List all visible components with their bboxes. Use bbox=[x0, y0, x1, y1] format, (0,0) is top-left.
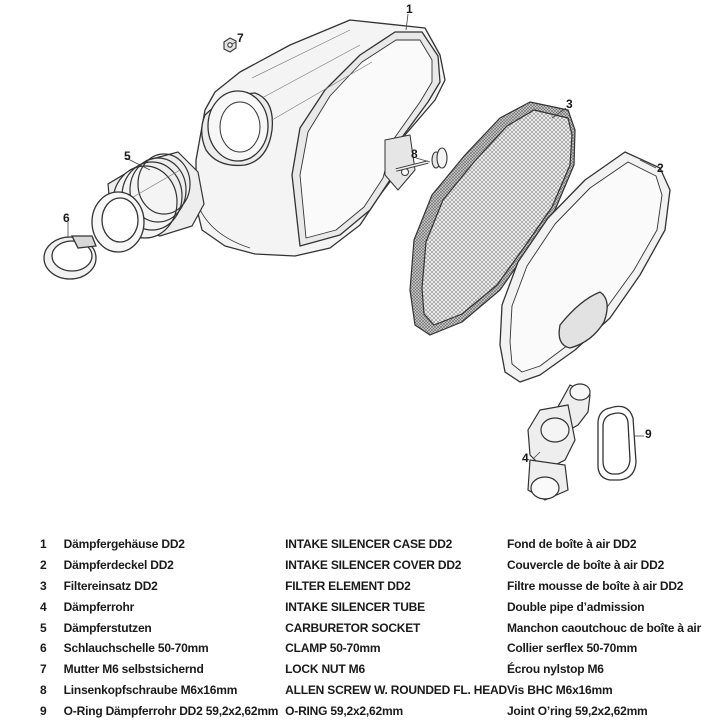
part-number: 8 bbox=[40, 682, 47, 697]
parts-list-row: 5 Dämpferstutzen CARBURETOR SOCKET Manchon … bbox=[40, 617, 720, 638]
part-number: 3 bbox=[40, 578, 47, 593]
part-name-english: ALLEN SCREW W. ROUNDED FL. HEAD bbox=[285, 682, 507, 697]
callout-6: 6 bbox=[63, 211, 70, 225]
part-number: 4 bbox=[40, 599, 47, 614]
allen-screw bbox=[395, 147, 448, 172]
callout-leaders bbox=[67, 13, 657, 459]
parts-list-row: 4 Dämpferrohr INTAKE SILENCER TUBE Double p… bbox=[40, 596, 720, 617]
parts-list-row: 1 Dämpfergehäuse DD2 INTAKE SILENCER CASE … bbox=[40, 534, 720, 555]
part-name-french: Fond de boîte à air DD2 bbox=[506, 537, 637, 552]
callout-9: 9 bbox=[645, 427, 652, 441]
callout-3: 3 bbox=[566, 97, 573, 111]
part-name-german: Dämpfergehäuse DD2 bbox=[63, 537, 185, 552]
parts-list-row: 7 Mutter M6 selbstsichernd LOCK NUT M6 Écro… bbox=[40, 659, 720, 680]
callout-2: 2 bbox=[657, 161, 664, 175]
parts-list-row: 8 Linsenkopfschraube M6x16mm ALLEN SCREW W… bbox=[40, 680, 720, 701]
part-name-french: Écrou nylstop M6 bbox=[506, 662, 604, 677]
part-name-french: Filtre mousse de boîte à air DD2 bbox=[506, 578, 684, 593]
socket-opening bbox=[91, 191, 145, 253]
part-name-english: INTAKE SILENCER COVER DD2 bbox=[285, 558, 462, 573]
callout-8: 8 bbox=[411, 147, 418, 161]
part-name-french: Couvercle de boîte à air DD2 bbox=[506, 558, 665, 573]
part-name-english: LOCK NUT M6 bbox=[285, 662, 365, 677]
intake-silencer-case bbox=[195, 19, 446, 257]
parts-list-row: 9 O-Ring Dämpferrohr DD2 59,2x2,62mm O-RIN… bbox=[40, 700, 720, 721]
part-name-english: O-RING 59,2x2,62mm bbox=[285, 703, 403, 718]
part-name-german: O-Ring Dämpferrohr DD2 59,2x2,62mm bbox=[63, 703, 279, 718]
part-name-english: FILTER ELEMENT DD2 bbox=[285, 578, 411, 593]
part-name-french: Vis BHC M6x16mm bbox=[506, 682, 613, 697]
hose-clamp bbox=[43, 235, 97, 280]
filter-element bbox=[409, 101, 576, 336]
callout-4: 4 bbox=[522, 451, 529, 465]
part-name-french: Manchon caoutchouc de boîte à air bbox=[506, 620, 702, 635]
parts-list-row: 2 Dämpferdeckel DD2 INTAKE SILENCER COVER … bbox=[40, 555, 720, 576]
parts-list-row: 6 Schlauchschelle 50-70mm CLAMP 50-70mm Col… bbox=[40, 638, 720, 659]
part-name-german: Dämpferstutzen bbox=[63, 620, 152, 635]
parts-list: 1 Dämpfergehäuse DD2 INTAKE SILENCER CASE … bbox=[40, 534, 720, 721]
part-number: 9 bbox=[40, 703, 47, 718]
part-name-english: INTAKE SILENCER TUBE bbox=[285, 599, 425, 614]
part-name-french: Joint O’ring 59,2x2,62mm bbox=[506, 703, 648, 718]
part-name-german: Schlauchschelle 50-70mm bbox=[63, 641, 209, 656]
parts-list-body: 1 Dämpfergehäuse DD2 INTAKE SILENCER CASE … bbox=[40, 534, 720, 721]
callout-5: 5 bbox=[124, 149, 131, 163]
part-name-german: Dämpferdeckel DD2 bbox=[63, 558, 174, 573]
part-number: 5 bbox=[40, 620, 47, 635]
o-ring bbox=[597, 405, 637, 481]
part-number: 1 bbox=[40, 537, 47, 552]
part-number: 2 bbox=[40, 558, 47, 573]
parts-list-row: 3 Filtereinsatz DD2 FILTER ELEMENT DD2 Filt… bbox=[40, 576, 720, 597]
part-name-english: CLAMP 50-70mm bbox=[285, 641, 381, 656]
intake-silencer-tube bbox=[527, 383, 591, 501]
exploded-parts-diagram: 1 2 3 4 5 6 7 8 9 bbox=[43, 2, 671, 501]
callout-7: 7 bbox=[237, 31, 244, 45]
callout-1: 1 bbox=[406, 2, 413, 16]
part-name-german: Mutter M6 selbstsichernd bbox=[63, 662, 204, 677]
part-name-german: Dämpferrohr bbox=[63, 599, 135, 614]
part-name-english: CARBURETOR SOCKET bbox=[285, 620, 421, 635]
part-name-french: Collier serflex 50-70mm bbox=[506, 641, 638, 656]
part-number: 6 bbox=[40, 641, 47, 656]
intake-silencer-cover bbox=[499, 151, 671, 383]
part-number: 7 bbox=[40, 662, 47, 677]
part-name-german: Filtereinsatz DD2 bbox=[63, 578, 158, 593]
part-name-english: INTAKE SILENCER CASE DD2 bbox=[285, 537, 453, 552]
part-name-french: Double pipe d’admission bbox=[506, 599, 645, 614]
part-name-german: Linsenkopfschraube M6x16mm bbox=[63, 682, 238, 697]
lock-nut bbox=[223, 37, 237, 53]
